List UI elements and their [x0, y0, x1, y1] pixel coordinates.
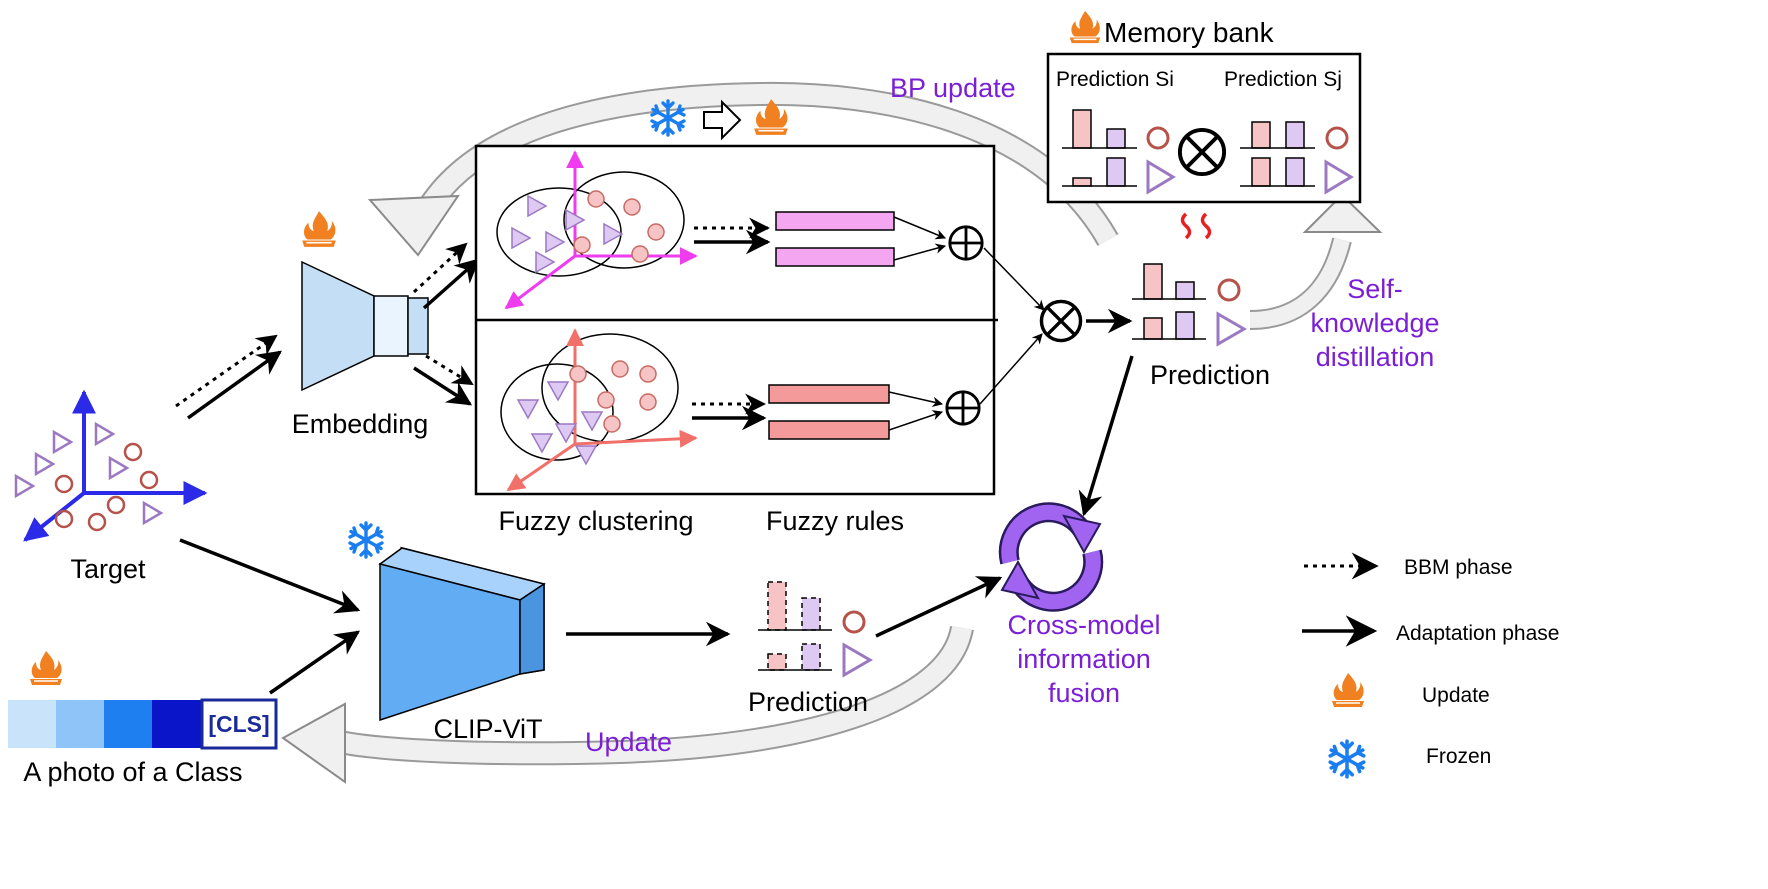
legend-adaptation-label: Adaptation phase: [1396, 622, 1559, 645]
oplus-icon: [948, 225, 984, 261]
class-triangle-icon: [1146, 159, 1176, 195]
class-triangle-icon: [842, 642, 874, 678]
class-circle-icon: [1217, 278, 1241, 302]
legend-frozen-label: Frozen: [1426, 745, 1491, 768]
snowflake-icon: [348, 521, 384, 559]
self-kd-line3: distillation: [1316, 342, 1435, 372]
transition-arrow-icon: [703, 99, 742, 141]
fuzzy-cluster-lower: [500, 328, 698, 492]
adaptation-arrow: [413, 366, 473, 406]
class-triangle-icon: [1324, 159, 1354, 195]
clip-vit-network: [378, 546, 546, 722]
cross-model-line2: information: [1017, 644, 1151, 674]
legend: BBM phase Adaptation phase Update Frozen: [1302, 552, 1559, 779]
fuzzy-rule-bar: [768, 384, 890, 404]
oplus-icon: [945, 390, 981, 426]
class-circle-icon: [1325, 126, 1349, 150]
fuzzy-rule-bar: [775, 211, 895, 231]
fuzzy-rules-label: Fuzzy rules: [766, 506, 904, 536]
approx-squiggle-icon: [1180, 212, 1212, 240]
prediction-sj-label: Prediction Sj: [1224, 68, 1342, 91]
adaptation-arrow: [875, 576, 1003, 638]
class-circle-icon: [1146, 126, 1170, 150]
bp-update-label: BP update: [890, 73, 1016, 103]
memory-si-bars: [1062, 109, 1137, 187]
memory-bank-title: Memory bank: [1104, 17, 1275, 48]
cls-token: [CLS]: [208, 711, 269, 737]
update-arrow: [281, 625, 974, 784]
otimes-icon: [1039, 299, 1083, 343]
fuzzy-rule-bar: [768, 420, 890, 440]
bbm-arrow: [412, 242, 468, 294]
snowflake-icon: [650, 99, 686, 137]
fuzzy-rule-bar: [775, 247, 895, 267]
adaptation-arrow: [1078, 355, 1134, 517]
self-kd-line1: Self-: [1347, 274, 1403, 304]
update-label: Update: [585, 727, 672, 757]
bbm-arrow: [175, 334, 278, 408]
recycle-icon: [998, 502, 1104, 612]
fire-icon: [1331, 672, 1365, 708]
prompt-label: A photo of a Class: [23, 757, 242, 787]
fuzzy-prediction-bars: [1132, 263, 1206, 340]
adaptation-arrow: [186, 350, 282, 420]
fire-icon: [29, 650, 63, 686]
prediction-top-label: Prediction: [1150, 360, 1270, 390]
prediction-si-label: Prediction Si: [1056, 68, 1174, 91]
cross-model-line1: Cross-model: [1007, 610, 1160, 640]
fire-icon: [1069, 10, 1101, 44]
adaptation-arrow: [179, 538, 361, 614]
legend-bbm-label: BBM phase: [1404, 556, 1513, 579]
fuzzy-clustering-label: Fuzzy clustering: [498, 506, 693, 536]
fuzzy-cluster-upper: [496, 150, 698, 310]
otimes-icon: [1177, 127, 1227, 177]
target-label: Target: [70, 554, 146, 584]
embedding-label: Embedding: [292, 409, 429, 439]
prompt-tokens: [8, 698, 278, 750]
snowflake-icon: [1328, 739, 1366, 779]
clip-prediction-bars: [758, 581, 832, 671]
bp-update-arrow: [367, 81, 1119, 257]
memory-sj-bars: [1240, 121, 1315, 187]
class-triangle-icon: [1216, 311, 1248, 347]
adaptation-arrow: [269, 630, 361, 695]
embedding-network: [301, 260, 429, 392]
adaptation-arrow: [422, 258, 480, 310]
clip-vit-label: CLIP-ViT: [433, 714, 542, 744]
fire-icon: [301, 210, 337, 248]
cross-model-line3: fusion: [1048, 678, 1120, 708]
self-kd-line2: knowledge: [1310, 308, 1439, 338]
self-kd-arrow: [1249, 193, 1383, 330]
prediction-bottom-label: Prediction: [748, 687, 868, 717]
legend-update-label: Update: [1422, 684, 1490, 707]
class-circle-icon: [842, 610, 866, 634]
target-scatter: [14, 389, 208, 542]
memory-bank-box: [1046, 52, 1362, 204]
